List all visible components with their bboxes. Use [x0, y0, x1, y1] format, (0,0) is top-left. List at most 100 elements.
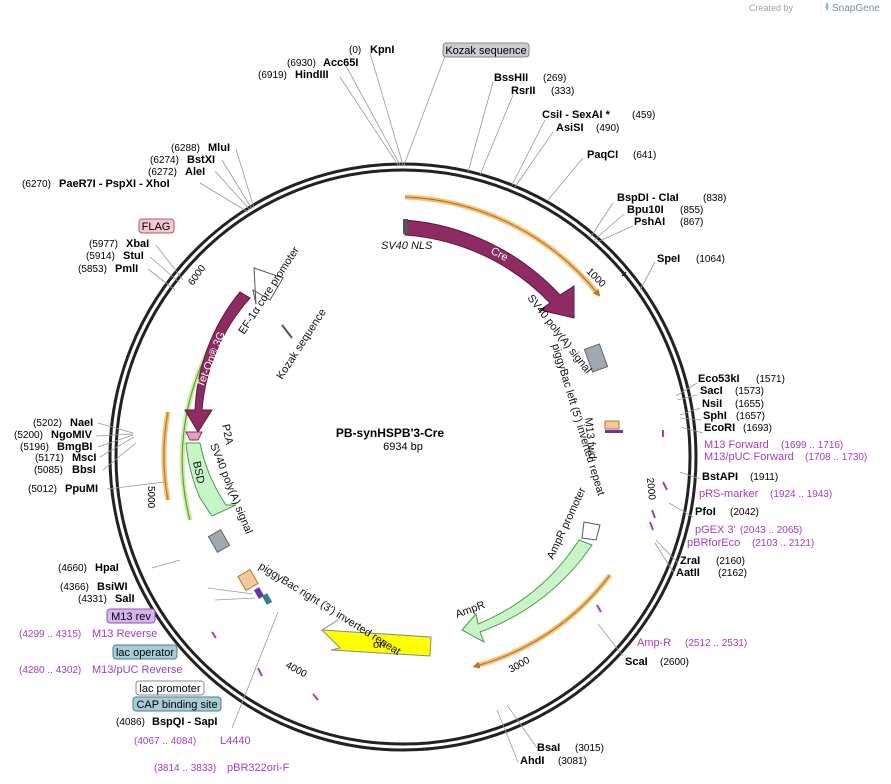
enzyme-pmli: PmlI	[115, 263, 138, 275]
enzyme-hindiii-pos: (6919)	[258, 70, 287, 81]
enzyme-msci: MscI	[72, 452, 96, 464]
m13-rev-mark	[253, 587, 265, 599]
enzyme-bspqi-pos: (4086)	[116, 717, 145, 728]
enzyme-alei: AleI	[185, 166, 205, 178]
enzyme-bsai-pos: (3015)	[575, 743, 604, 754]
enzyme-spei-pos: (1064)	[696, 254, 725, 265]
label-ori: ori	[373, 639, 385, 651]
enzyme-pshai-pos: (867)	[680, 217, 703, 228]
enzyme-xbai: XbaI	[126, 238, 149, 250]
label-bsd: BSD	[190, 460, 206, 485]
enzyme-csi-sexai: CsiI - SexAI *	[542, 109, 611, 121]
enzyme-acc65i: Acc65I	[323, 57, 358, 69]
ori-feature	[320, 619, 432, 657]
m13-rev-box	[106, 608, 156, 624]
enzyme-ngomiv-pos: (5200)	[14, 430, 43, 441]
enzyme-paer7i-pos: (6270)	[22, 179, 51, 190]
enzyme-paqci: PaqCI	[587, 149, 618, 161]
enzyme-scai: ScaI	[625, 656, 648, 668]
label-ef1a: EF-1α core promoter	[236, 245, 302, 337]
enzyme-bbsi-pos: (5085)	[34, 465, 63, 476]
primer-tick-ampr	[596, 604, 602, 613]
enzyme-stui-pos: (5914)	[86, 251, 115, 262]
tet-on-feature	[184, 291, 251, 433]
sv40-nls-feature	[403, 219, 408, 234]
enzyme-labels: (0) KpnI (6930) Acc65I (6919) HindIII Bs…	[14, 44, 867, 774]
primer-l4440: L4440	[220, 735, 251, 747]
enzyme-sali-pos: (4331)	[78, 594, 107, 605]
enzyme-paqci-pos: (641)	[633, 150, 656, 161]
primer-pbrforeco-range: (2103 .. 2121)	[752, 538, 814, 549]
primer-pbrforeco: pBRforEco	[687, 537, 740, 549]
enzyme-nsii: NsiI	[702, 398, 722, 410]
enzyme-nsii-pos: (1655)	[735, 399, 764, 410]
primer-l4440-range: (4067 .. 4084)	[134, 736, 196, 747]
enzyme-asisi: AsiSI	[556, 122, 584, 134]
enzyme-bsshii-pos: (269)	[543, 73, 566, 84]
ampr-feature	[461, 539, 593, 644]
kozak-top-label: Kozak sequence	[445, 45, 526, 57]
enzyme-bpu10i: Bpu10I	[627, 204, 664, 216]
enzyme-bstapi-pos: (1911)	[750, 472, 778, 483]
sv40-polya-box-1	[583, 343, 609, 373]
lac-operator-box	[112, 644, 178, 660]
enzyme-sali: SalI	[115, 593, 135, 605]
sv40-polya-box-2	[207, 529, 231, 553]
enzyme-acc65i-pos: (6930)	[287, 58, 316, 69]
enzyme-scai-pos: (2600)	[660, 657, 689, 668]
enzyme-kpni: KpnI	[370, 44, 394, 56]
flag-box	[138, 218, 175, 234]
bsd-feature	[185, 442, 237, 517]
enzyme-msci-pos: (5171)	[35, 453, 64, 464]
label-kozak-inner: Kozak sequence	[274, 307, 328, 382]
enzyme-bspdi-pos: (838)	[703, 193, 726, 204]
enzyme-rsrii: RsrII	[511, 85, 535, 97]
enzyme-naei: NaeI	[70, 417, 93, 429]
lac-operator-mark	[261, 593, 273, 605]
enzyme-asisi-pos: (490)	[596, 123, 619, 134]
enzyme-ppumi-pos: (5012)	[28, 484, 57, 495]
primer-tick-m13rev	[211, 631, 217, 639]
enzyme-aatii-pos: (2162)	[718, 568, 747, 579]
primer-tick-pbr322	[312, 693, 319, 701]
enzyme-bstxi-pos: (6274)	[150, 155, 179, 166]
piggybac-left-box	[604, 420, 620, 430]
enzyme-bpu10i-pos: (855)	[680, 205, 703, 216]
ef1a-feature	[252, 267, 284, 305]
cap-binding-box	[132, 696, 222, 712]
primer-pbr322ori-f: pBR322ori-F	[227, 762, 290, 774]
primer-tick-pgex	[651, 509, 656, 519]
enzyme-rsrii-pos: (333)	[551, 86, 574, 97]
label-piggybac-right: piggyBac right (3') inverted repeat	[256, 560, 402, 657]
label-m13-fwd: M13 fwd	[582, 417, 598, 460]
primer-amp-r-range: (2512 .. 2531)	[685, 638, 747, 649]
primer-pbr322ori-f-range: (3814 .. 3833)	[154, 763, 216, 774]
m13-fwd-mark	[605, 430, 623, 433]
enzyme-bstapi: BstAPI	[702, 471, 738, 483]
enzyme-ahdi-pos: (3081)	[558, 756, 587, 767]
enzyme-sphi-pos: (1657)	[736, 411, 765, 422]
enzyme-mlui: MluI	[208, 142, 230, 154]
enzyme-spei: SpeI	[657, 253, 680, 265]
enzyme-zrai: ZraI	[680, 555, 700, 567]
m13-rev-label: M13 rev	[111, 611, 151, 623]
enzyme-pfoi-pos: (2042)	[730, 507, 759, 518]
label-p2a: P2A	[219, 423, 235, 446]
plasmid-size: 6934 bp	[383, 441, 423, 453]
enzyme-bspqi-sapi: BspQI - SapI	[152, 716, 217, 728]
primer-m13-forward-range: (1699 .. 1716)	[781, 440, 843, 451]
primer-pgex3: pGEX 3'	[695, 524, 736, 536]
primer-pgex3-range: (2043 .. 2065)	[740, 525, 802, 536]
enzyme-mlui-pos: (6288)	[171, 143, 200, 154]
enzyme-bsai: BsaI	[537, 742, 560, 754]
label-sv40-nls: SV40 NLS	[381, 240, 433, 252]
lac-operator-label: lac operator	[116, 647, 174, 659]
enzyme-aatii: AatII	[676, 567, 700, 579]
enzyme-paer7i-pspxi-xhoi: PaeR7I - PspXI - XhoI	[59, 178, 170, 190]
orf-line-bsd	[163, 411, 169, 501]
enzyme-kpni-pos: (0)	[349, 45, 361, 56]
brand: Created by SnapGene	[749, 2, 880, 14]
cre-feature	[404, 219, 575, 319]
tick-2000: 2000	[644, 477, 657, 501]
enzyme-stui: StuI	[123, 250, 144, 262]
